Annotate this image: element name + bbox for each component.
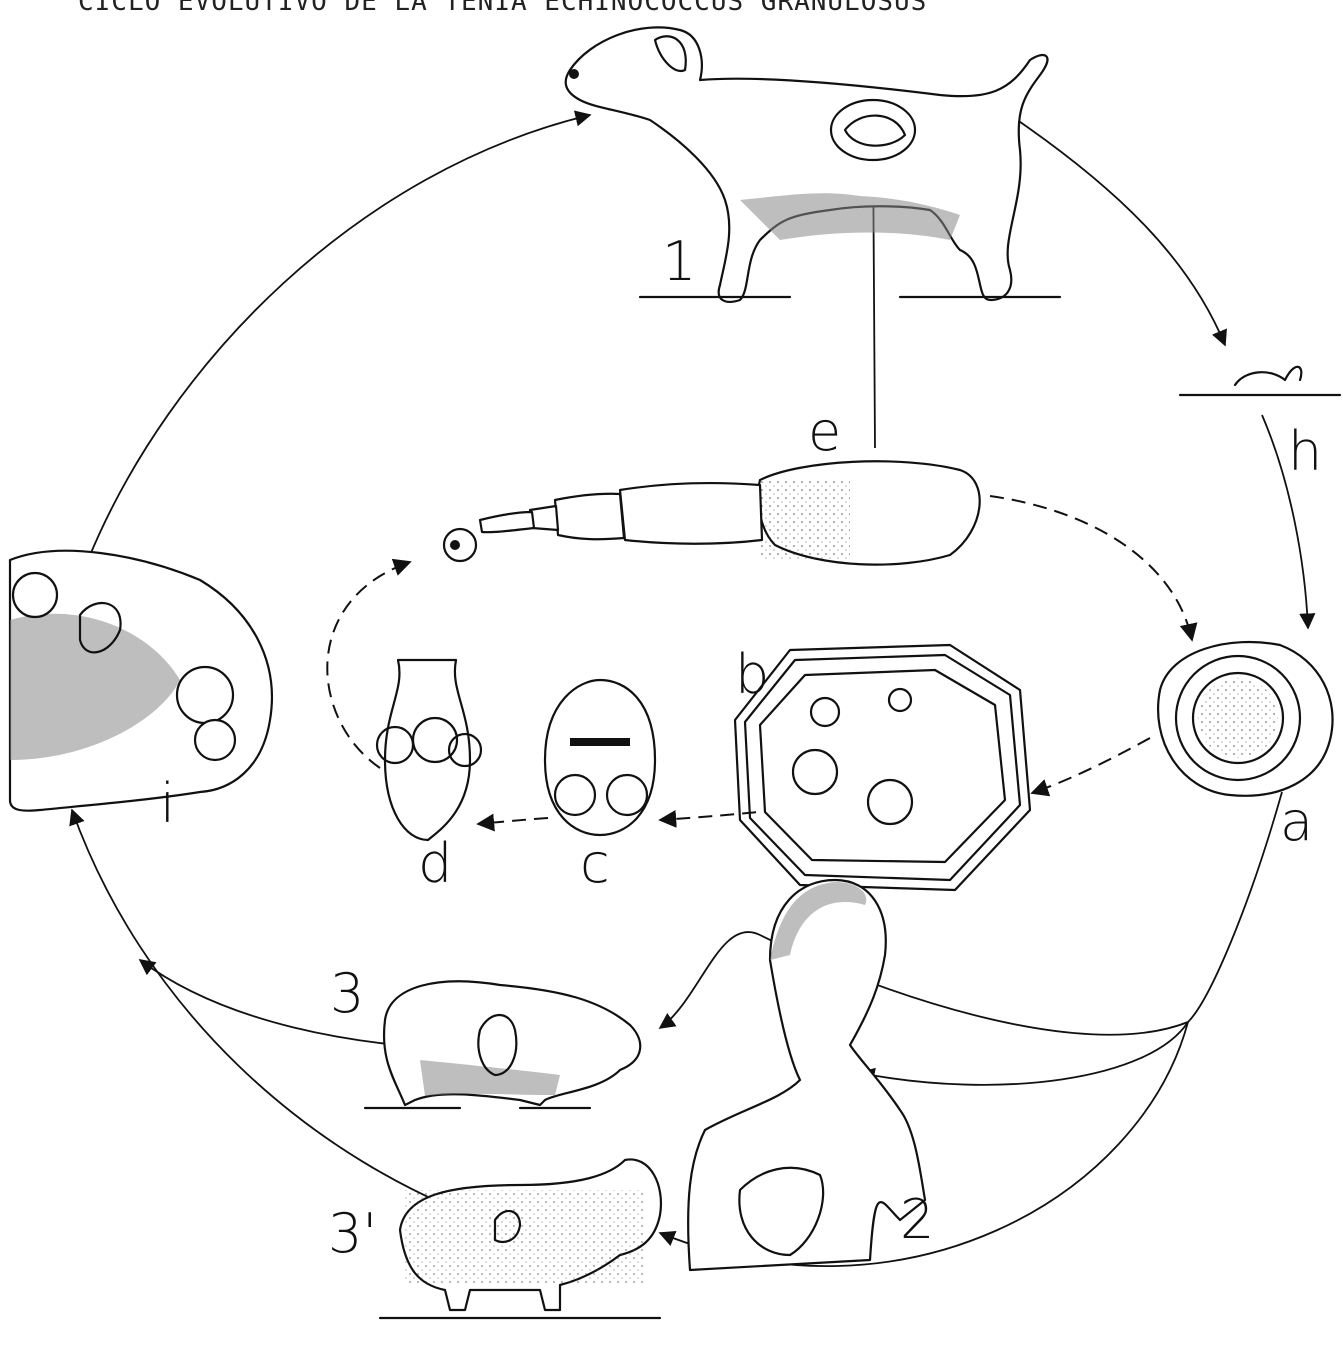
- dashed-arrow-worm-to-egg: [990, 496, 1192, 640]
- label-dog: 1: [662, 230, 696, 293]
- dashed-arrow-protoscolex-to-scolex: [478, 818, 548, 824]
- label-human: 2: [900, 1188, 934, 1251]
- dog-illustration: [566, 27, 1060, 301]
- scolex-illustration: [377, 660, 481, 840]
- dashed-arrow-cyst-to-protoscolex: [660, 810, 778, 820]
- diagram-title: CICLO EVOLUTIVO DE LA TENIA ECHINOCOCCUS…: [78, 0, 927, 17]
- label-feces: h: [1288, 420, 1322, 483]
- arrow-cyst-to-dog: [88, 115, 590, 560]
- protoscolex-illustration: [545, 680, 655, 835]
- feces-illustration: [1180, 367, 1340, 395]
- sheep-illustration: [380, 1159, 661, 1318]
- egg-illustration: [1158, 642, 1332, 796]
- arrow-dog-to-feces: [1010, 115, 1225, 345]
- infected-organ-illustration: [10, 551, 272, 811]
- pig-illustration: [365, 981, 640, 1108]
- label-hydatid-cyst: b: [735, 643, 769, 706]
- dashed-arrow-egg-to-cyst: [1032, 738, 1150, 793]
- label-adult-worm: e: [808, 400, 841, 463]
- label-scolex: d: [418, 832, 452, 895]
- label-pig: 3: [330, 962, 364, 1025]
- arrow-egg-to-human: [860, 1022, 1188, 1085]
- label-protoscolex: c: [580, 832, 610, 895]
- adult-tapeworm-illustration: [444, 461, 980, 564]
- human-illustration: [688, 880, 925, 1270]
- label-egg: a: [1280, 790, 1313, 853]
- label-infected-organ: i: [160, 772, 175, 835]
- hydatid-cyst-illustration: [735, 645, 1030, 890]
- label-sheep: 3': [328, 1202, 377, 1265]
